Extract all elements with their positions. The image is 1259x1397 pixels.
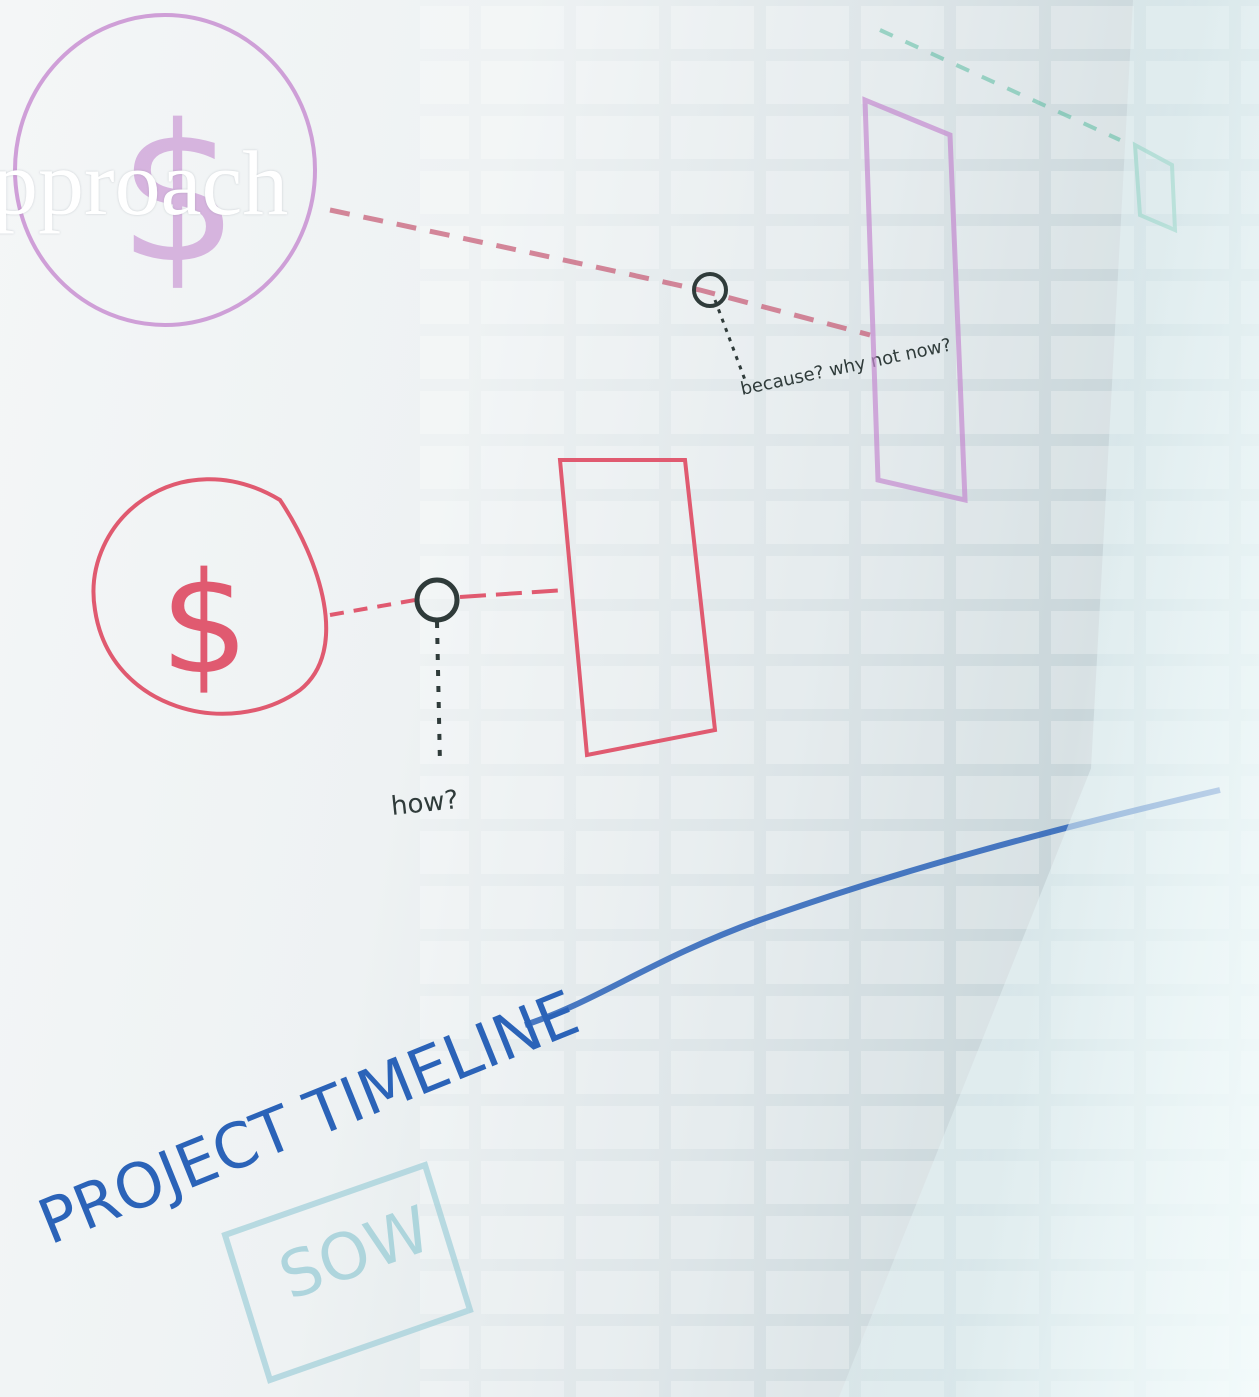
currency-symbol-red: $ — [160, 543, 249, 706]
note-bottom: how? — [390, 785, 460, 822]
box-green — [1132, 141, 1178, 234]
dollar-coin-red-icon: $ — [91, 477, 329, 716]
currency-symbol-top: $ — [118, 84, 239, 305]
timeline-label: PROJECT TIMELINE — [28, 976, 588, 1259]
note-top: because? why not now? — [739, 335, 954, 400]
box-top-right — [862, 96, 968, 504]
dashed-line-red — [329, 598, 416, 617]
timeline-line — [524, 787, 1221, 1028]
dollar-coin-top-icon: $ — [13, 13, 317, 327]
node-red — [414, 577, 460, 623]
page-title: pproach — [0, 132, 289, 234]
box-red — [557, 458, 718, 758]
node-top — [692, 272, 728, 308]
box-sow — [221, 1161, 474, 1384]
dashed-line-top — [329, 207, 871, 338]
